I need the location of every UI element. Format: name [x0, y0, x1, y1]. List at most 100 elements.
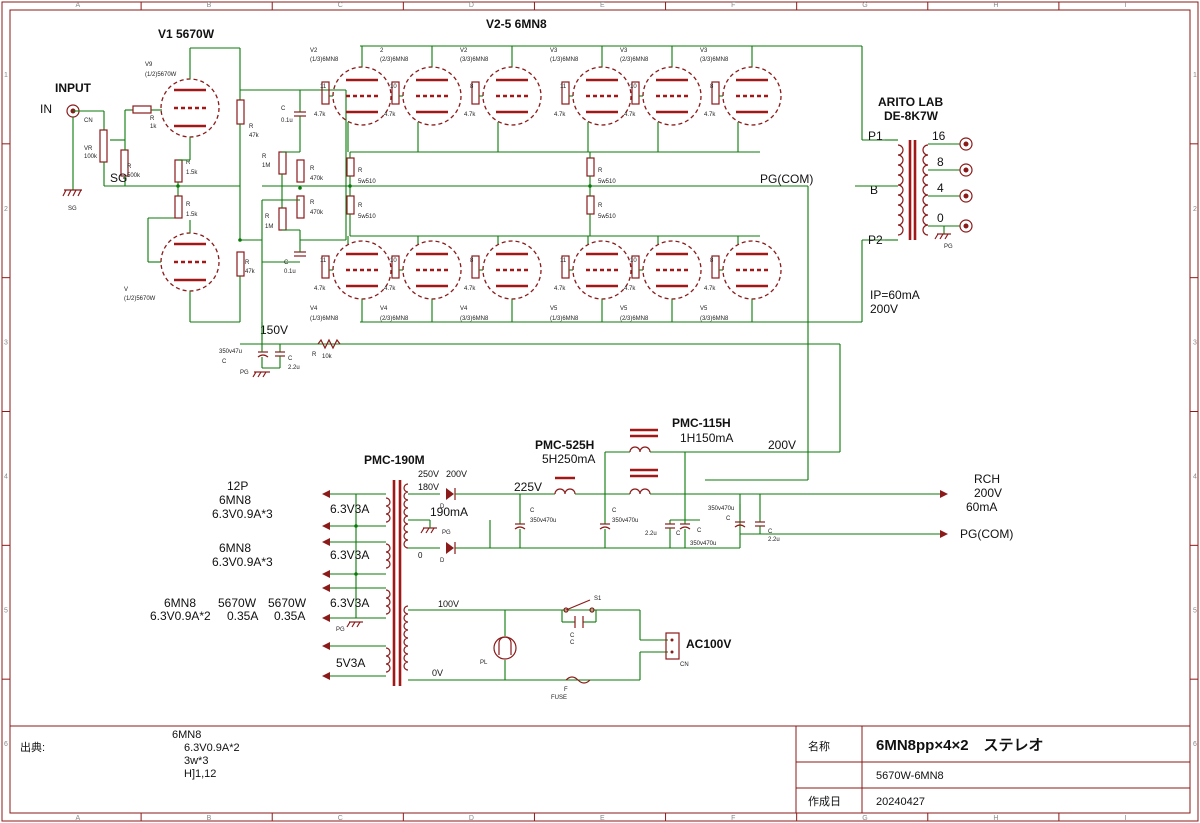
r-5w510-d-ref: R — [598, 203, 603, 209]
filter-cap-5-value: 350v470u — [708, 506, 734, 512]
r-5w510-b-icon — [346, 195, 355, 215]
name-label: 名称 — [808, 739, 830, 753]
grid-stopper-value: 4.7k — [624, 286, 636, 292]
primary-coil-icon — [897, 144, 904, 236]
input-stage: INPUT IN CN VR 100k R 1k R 500k SG — [40, 81, 240, 212]
r-1m-b-icon — [278, 207, 287, 231]
in-label: IN — [40, 102, 52, 116]
v1-title: V1 5670W — [158, 27, 215, 41]
heater-note-5670-b-spec: 0.35A — [274, 609, 305, 623]
ruler-col-label: I — [1124, 815, 1126, 822]
output-tubes-wiring: V2-5 6MN8 PG(COM) R 5w510 R 5w510 R 5w51… — [262, 17, 885, 481]
ground-pg-icon — [934, 233, 951, 240]
tube-part: (3/3)6MN8 — [700, 316, 729, 322]
ip-label: IP=60mA — [870, 288, 920, 302]
c-22u-value: 2.2u — [288, 365, 300, 371]
c-350v47u-ref: C — [222, 359, 227, 365]
r-470k-b-ref: R — [310, 200, 315, 206]
output-tube-top-2: 104.7k2(2/3)6MN8 — [380, 46, 462, 152]
pt-primary-icon — [403, 605, 409, 671]
vr-icon — [99, 129, 108, 163]
pt-heater-b-icon — [385, 543, 391, 569]
filter-cap-6-value: 2.2u — [768, 537, 780, 543]
grid-stopper-value: 4.7k — [704, 286, 716, 292]
filter-cap-1-ref: C — [530, 508, 535, 514]
r-5w510-c-icon — [586, 157, 595, 177]
tap-8-label: 8 — [937, 155, 944, 169]
grid-pin-label: 8 — [470, 258, 474, 264]
r-470k-a-icon — [296, 159, 305, 183]
grid-stopper-icon — [471, 255, 480, 279]
pmc115-title: PMC-115H — [672, 416, 731, 430]
grid-stopper-value: 4.7k — [704, 112, 716, 118]
ruler-row-label: 5 — [1193, 607, 1197, 614]
drawing-name: 6MN8pp×4×2 ステレオ — [876, 737, 1044, 754]
grid-stopper-value: 4.7k — [384, 286, 396, 292]
r-5w510-b-ref: R — [358, 203, 363, 209]
power-switch-icon[interactable] — [563, 599, 595, 613]
r-5w510-a-value: 5w510 — [358, 179, 376, 185]
tube-part: (2/3)6MN8 — [380, 316, 409, 322]
ruler-col-label: G — [862, 815, 867, 822]
drawing-subtitle: 5670W-6MN8 — [876, 770, 944, 782]
sg-label: SG — [110, 171, 127, 185]
r-47k-a-icon — [236, 99, 245, 125]
grid-stopper-icon — [471, 81, 480, 105]
pmc190-title: PMC-190M — [364, 453, 425, 467]
fuse-icon — [565, 676, 591, 684]
heater-note-5670-b-tube: 5670W — [268, 596, 307, 610]
title-note-2: 6.3V0.9A*2 — [184, 742, 240, 754]
pt-0-label: 0 — [418, 551, 423, 560]
ruler-row-label: 5 — [4, 607, 8, 614]
pg-decoupling-label: PG — [240, 370, 249, 376]
grid-pin-label: 10 — [630, 258, 637, 264]
ground-icon — [62, 189, 82, 197]
v-low-part: (1/2)5670W — [124, 296, 156, 302]
heater-note-c-spec: 6.3V0.9A*2 — [150, 609, 211, 623]
tube-part: (1/3)6MN8 — [550, 57, 579, 63]
ruler-col-label: C — [338, 2, 343, 9]
grid-stopper-icon — [711, 81, 720, 105]
filter-cap-3-value: 2.2u — [645, 531, 657, 537]
v0-label: 0V — [432, 668, 443, 678]
c-b-value: 0.1u — [284, 269, 296, 275]
diode-a-icon — [446, 488, 456, 500]
c-a-value: 0.1u — [281, 118, 293, 124]
output-transformer: ARITO LAB DE-8K7W P1 B P2 16 8 4 0 PG IP… — [855, 95, 973, 316]
grid-stopper-icon — [321, 255, 330, 279]
r-1k-ref: R — [150, 116, 155, 122]
date-label: 作成日 — [808, 795, 841, 808]
grid-pin-label: 11 — [320, 258, 327, 264]
choke-525-icon — [554, 488, 576, 495]
pt-200v-label: 200V — [446, 469, 467, 479]
diode-a-label: D — [440, 504, 445, 510]
pg-out-label: PG — [944, 244, 953, 250]
r-1m-b-value: 1M — [265, 224, 273, 230]
speaker-terminal-16-icon — [959, 137, 973, 151]
filter-cap-5-ref: C — [726, 516, 731, 522]
ruler-col-label: B — [207, 815, 212, 822]
r-47k-b-ref: R — [245, 260, 250, 266]
v150-label: 150V — [260, 323, 288, 337]
tube-ref: V2 — [460, 48, 468, 54]
pt-heater-a-icon — [385, 497, 391, 523]
ground-pg-heater-icon — [346, 621, 363, 628]
r-5w510-a-icon — [346, 157, 355, 177]
r-15k-a-value: 1.5k — [186, 170, 198, 176]
r-5w510-c-ref: R — [598, 168, 603, 174]
ruler-row-label: 2 — [1193, 206, 1197, 213]
decoupling-150v: 150V 350v47u C C 2.2u PG R 10k — [219, 322, 841, 453]
pt-secondary-hv-icon — [403, 483, 409, 549]
grid-pin-label: 8 — [710, 258, 714, 264]
pt-180v-label: 180V — [418, 482, 439, 492]
pmc525-spec: 5H250mA — [542, 452, 595, 466]
v25-title: V2-5 6MN8 — [486, 17, 547, 31]
grid-pin-label: 10 — [390, 84, 397, 90]
ac-inlet-icon — [665, 632, 680, 660]
r-47k-a-ref: R — [249, 124, 254, 130]
